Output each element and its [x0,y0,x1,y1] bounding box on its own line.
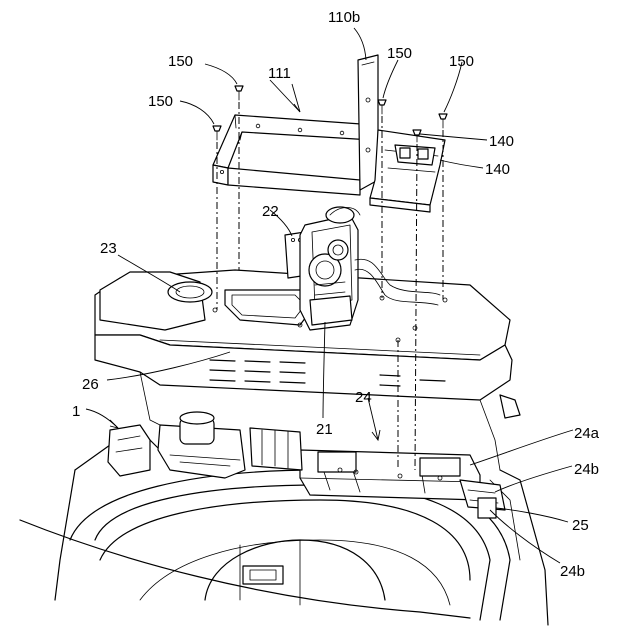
label-24b-a: 24b [574,461,599,478]
label-140-a: 140 [489,133,514,150]
label-24b-b: 24b [560,563,585,580]
label-25: 25 [572,517,589,534]
label-110b: 110b [328,9,360,26]
label-23: 23 [100,240,117,257]
control-board-assembly [300,450,505,518]
label-150-b: 150 [148,93,173,110]
label-24: 24 [355,389,372,406]
screw-150-mid-right [378,100,386,114]
screw-150-right [439,114,447,128]
label-21: 21 [316,421,333,438]
label-150-d: 150 [449,53,474,70]
label-22: 22 [262,203,279,220]
screw-150-left [213,126,221,140]
left-control-block [158,412,302,478]
label-150-c: 150 [387,45,412,62]
label-26: 26 [82,376,99,393]
label-140-b: 140 [485,161,510,178]
screw-150-mid-left [235,86,243,100]
label-150-a: 150 [168,53,193,70]
label-24a: 24a [574,425,600,442]
label-111: 111 [268,65,291,82]
label-1: 1 [72,403,80,420]
mounting-bracket [213,55,445,212]
